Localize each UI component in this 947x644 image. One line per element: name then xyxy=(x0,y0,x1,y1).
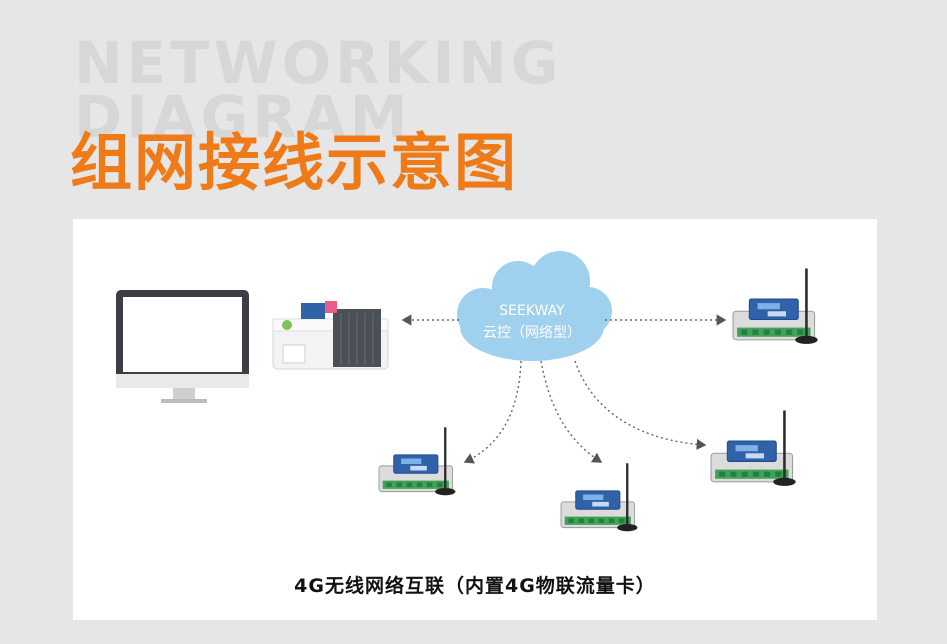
background-watermark-text: NETWORKING DIAGRAM xyxy=(74,29,563,151)
network-diagram: SEEKWAY 云控（网络型） xyxy=(116,251,819,533)
cloud-icon xyxy=(457,251,612,361)
diagram-panel: SEEKWAY 云控（网络型） 4G无线网络互联（内置4G物联流量卡） xyxy=(73,219,877,620)
diagram-caption: 4G无线网络互联（内置4G物联流量卡） xyxy=(294,575,656,597)
device-icon-middle xyxy=(559,462,639,533)
page-title: 组网接线示意图 xyxy=(70,126,519,199)
device-icon-top-right xyxy=(731,267,819,346)
cloud-label-line1: SEEKWAY xyxy=(499,303,565,319)
connection-lines xyxy=(401,314,727,464)
device-icon-right xyxy=(709,409,797,488)
server-workstation-icon xyxy=(272,301,389,370)
cloud-label-line2: 云控（网络型） xyxy=(483,325,581,341)
monitor-icon xyxy=(116,290,249,403)
device-icon-left xyxy=(377,426,457,497)
